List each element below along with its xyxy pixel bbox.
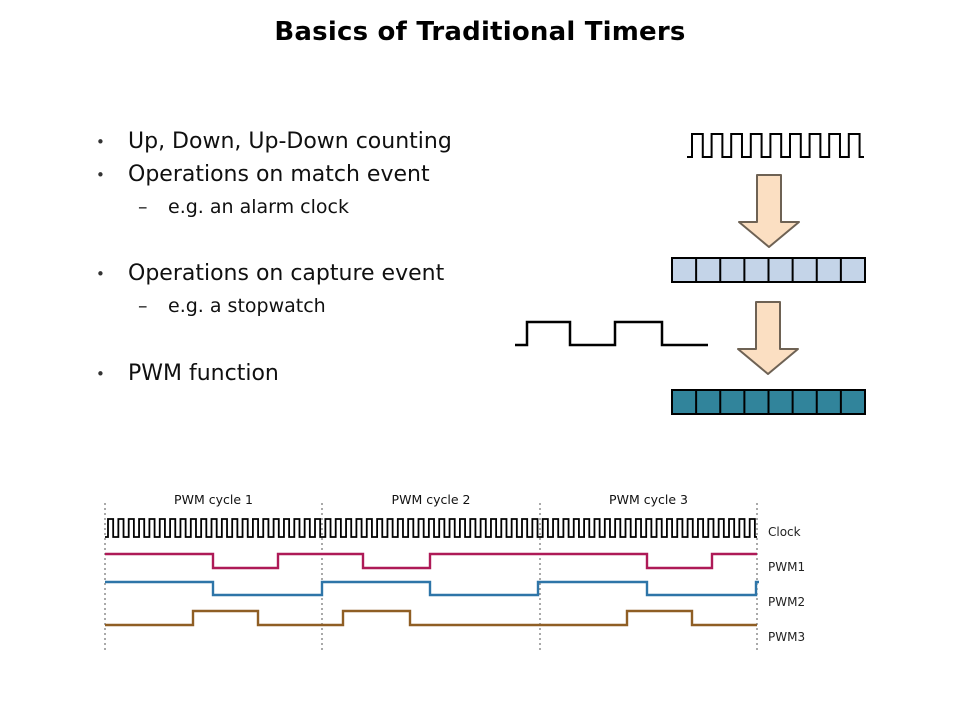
sub-bullet-item: – e.g. a stopwatch: [138, 295, 326, 317]
dash-icon: –: [138, 196, 148, 218]
pwm3-waveform: [105, 609, 757, 627]
sub-bullet-text: e.g. an alarm clock: [168, 196, 349, 218]
bullet-item: • Operations on capture event: [96, 261, 444, 286]
clock-waveform: [105, 518, 757, 538]
bullet-item: • Up, Down, Up-Down counting: [96, 129, 452, 154]
bullet-dot-icon: •: [96, 365, 105, 383]
sub-bullet-item: – e.g. an alarm clock: [138, 196, 349, 218]
bullet-text: PWM function: [128, 361, 279, 386]
pwm1-signal-label: PWM1: [768, 560, 806, 574]
bullet-text: Operations on match event: [128, 162, 430, 187]
pwm2-signal-label: PWM2: [768, 595, 806, 609]
pwm-cycle-1-label: PWM cycle 1: [174, 492, 253, 507]
pwm3-signal-label: PWM3: [768, 630, 806, 644]
pwm-cycle-3-label: PWM cycle 3: [609, 492, 688, 507]
bullet-dot-icon: •: [96, 265, 105, 283]
input-clock-waveform: [687, 133, 864, 158]
pwm-cycle-2-label: PWM cycle 2: [391, 492, 471, 507]
dash-icon: –: [138, 295, 148, 317]
sub-bullet-text: e.g. a stopwatch: [168, 295, 326, 317]
capture-input-waveform: [515, 320, 708, 347]
bullet-item: • Operations on match event: [96, 162, 430, 187]
bullet-text: Up, Down, Up-Down counting: [128, 129, 452, 154]
pwm1-waveform: [105, 552, 757, 570]
bullet-item: • PWM function: [96, 361, 279, 386]
page-title: Basics of Traditional Timers: [274, 17, 686, 47]
pwm2-waveform: [105, 580, 759, 597]
bullet-text: Operations on capture event: [128, 261, 445, 286]
down-arrow-icon: [738, 174, 800, 248]
clock-signal-label: Clock: [768, 525, 801, 539]
down-arrow-icon: [737, 301, 799, 375]
bullet-dot-icon: •: [96, 133, 105, 151]
bullet-dot-icon: •: [96, 166, 105, 184]
